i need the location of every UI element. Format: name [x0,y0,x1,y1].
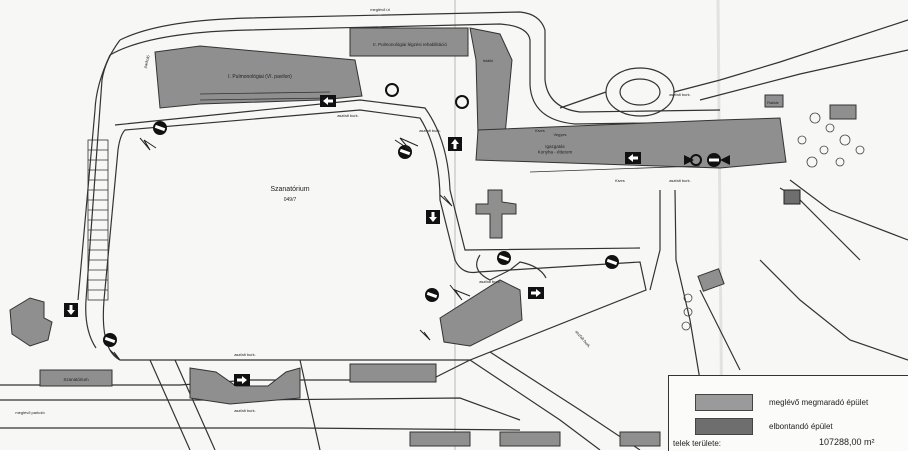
no-entry-icon [497,251,511,265]
arrow-right-icon [528,287,544,299]
map-legend: meglévő megmaradó épület elbontandó épül… [668,375,908,451]
storage-label: Raktár [767,100,779,105]
parking-left-label: parkoló [142,54,150,69]
building-label-2: II. Pulmonológiai légzési rehabilitáció [373,42,447,47]
kitchen-label: Istálló [483,58,494,63]
pavement-label-5: aszfalt burk. [234,408,256,413]
legend-swatch-demolish [695,418,753,435]
road-top-label: meglévő út [370,7,390,12]
no-entry-icon [425,288,439,302]
yield-signs [684,155,730,165]
roads [0,11,908,450]
traffic-signs-arrow [64,95,641,386]
legend-area-label: telek területe: [673,439,722,448]
legend-item-demolish: elbontandó épület [769,422,833,431]
arrow-left-icon [320,95,336,107]
pavement-label-6: aszfalt burk. [479,279,501,284]
pavement-label-2: aszfalt burk. [669,92,691,97]
green-label-1: füves [535,128,545,133]
buildings-existing [9,27,857,447]
arrow-down-icon [64,303,78,317]
arrow-down-icon [426,210,440,224]
park-title: Szanatórium [270,186,309,193]
legend-area-value: 107288,00 m² [819,437,875,447]
sign-posts [109,137,471,361]
road-bottom-label: meglévő parkoló [15,410,45,415]
map-labels: I. Pulmonológiai (VI. pavilon) II. Pulmo… [15,7,779,415]
no-entry-icon [707,153,721,167]
no-entry-icon [103,333,117,347]
circle-sign-icon [455,95,469,109]
pavement-label-3: aszfalt burk. [669,178,691,183]
vegyes-label: Vegyes [553,132,566,137]
no-entry-signs [103,121,721,347]
legend-swatch-existing [695,394,753,411]
circle-sign-icon [385,83,399,97]
arrow-up-icon [448,137,462,151]
parking-strip [87,91,701,301]
green-label-2: füves [615,178,625,183]
no-entry-icon [153,121,167,135]
arrow-right-icon [234,374,250,386]
arrow-left-icon [625,152,641,164]
no-entry-icon [605,255,619,269]
park-number: 049/7 [284,197,297,203]
left-bottom-label: Szanatórium [63,377,89,382]
pavement-label-8: aszfalt burk. [419,128,441,133]
pavement-label-1: aszfalt burk. [337,113,359,118]
buildings-demolish [783,189,801,205]
round-signs [385,83,702,166]
legend-item-existing: meglévő megmaradó épület [769,398,869,407]
pavement-label-4: aszfalt burk. [234,352,256,357]
trees [681,112,865,331]
building-label-1: I. Pulmonológiai (VI. pavilon) [228,74,292,80]
